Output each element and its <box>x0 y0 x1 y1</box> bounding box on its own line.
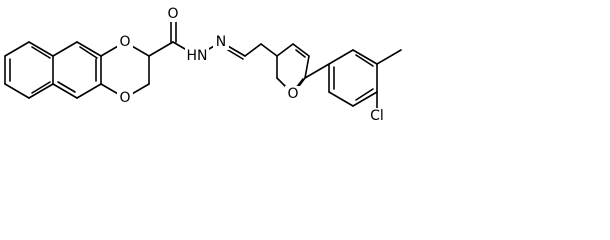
svg-text:Cl: Cl <box>370 108 384 124</box>
atom-label-o-carbonyl: O <box>165 6 181 22</box>
atom-label-cl: Cl <box>366 108 388 124</box>
furan-aryl-bond <box>304 63 330 79</box>
aryl-ring <box>328 49 378 107</box>
naphthalene-ring-right <box>52 41 102 99</box>
molecule-structure: O O O HN N O Cl <box>4 6 402 124</box>
atom-label-o-ring-bottom: O <box>117 90 133 106</box>
svg-text:N: N <box>216 34 226 50</box>
atom-label-nh: HN <box>185 48 209 64</box>
methyl-bond <box>376 49 402 65</box>
svg-text:O: O <box>119 90 130 106</box>
svg-text:O: O <box>167 6 178 22</box>
naphthalene-ring-left <box>4 41 54 99</box>
svg-text:HN: HN <box>187 48 208 64</box>
atom-label-o-furan: O <box>285 86 301 102</box>
atom-label-n-imine: N <box>213 34 229 50</box>
atom-label-o-ring-top: O <box>117 34 133 50</box>
svg-text:O: O <box>119 34 130 50</box>
svg-text:O: O <box>287 86 298 102</box>
